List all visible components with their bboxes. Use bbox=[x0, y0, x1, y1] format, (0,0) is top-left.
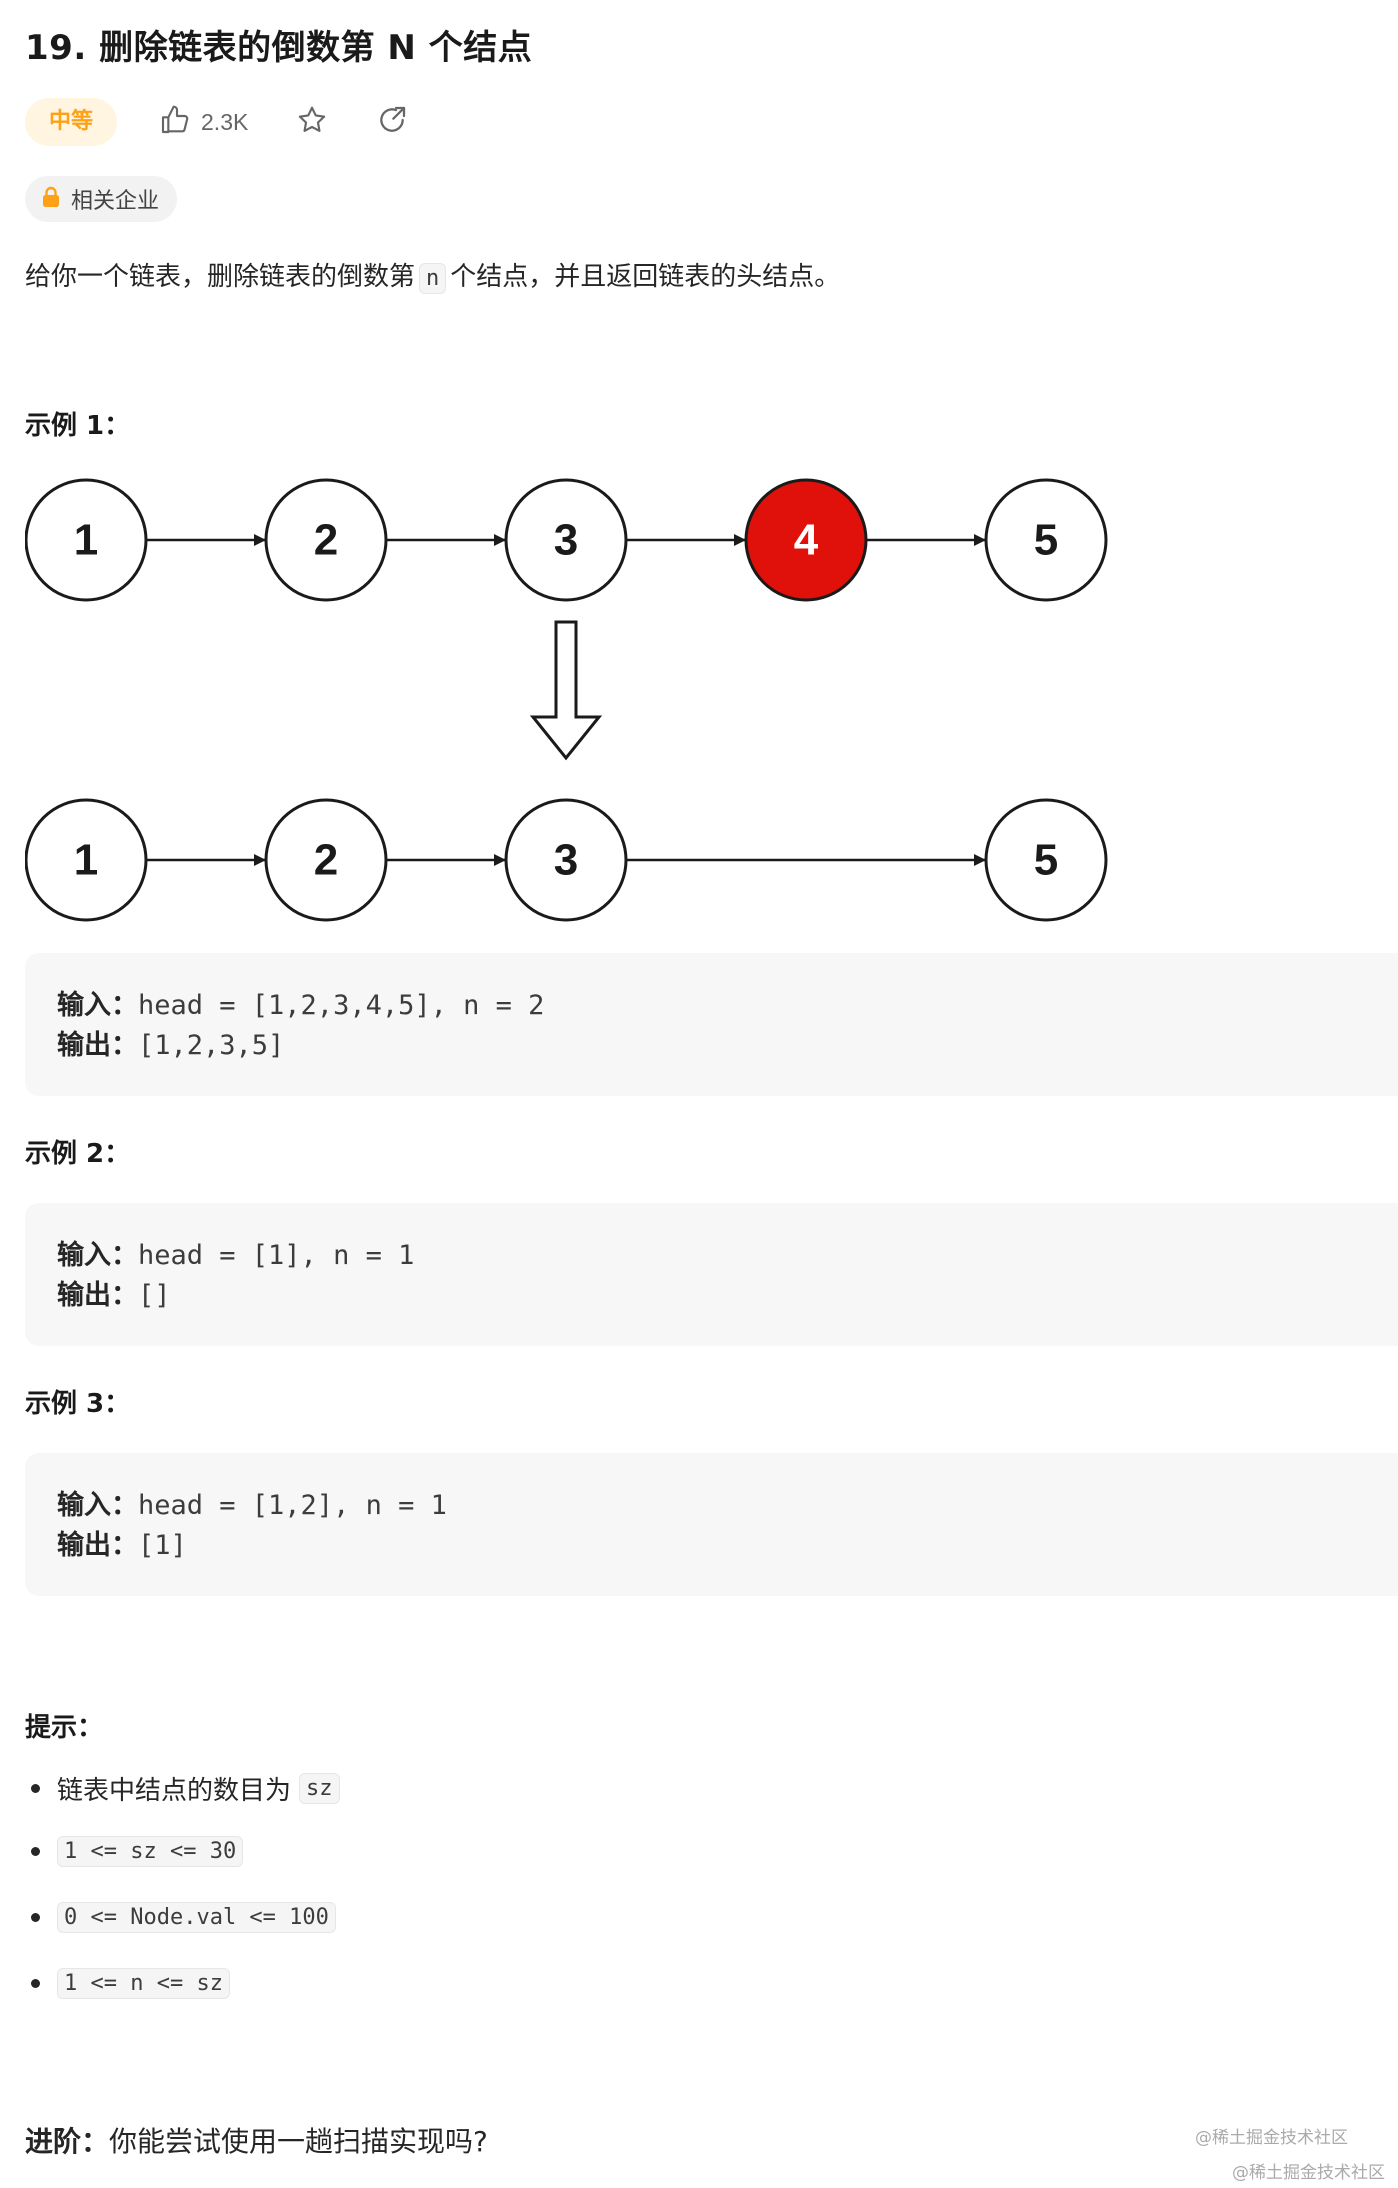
input-value: head = [1], n = 1 bbox=[138, 1240, 415, 1271]
list-item: 1 <= n <= sz bbox=[25, 1968, 234, 1999]
top-node-4-highlighted bbox=[744, 478, 868, 602]
bullet bbox=[31, 1979, 40, 1988]
input-value: head = [1,2,3,4,5], n = 2 bbox=[138, 990, 545, 1021]
example-3-output-line: 输出：[1] bbox=[57, 1523, 187, 1562]
example-2-heading: 示例 2： bbox=[25, 1139, 131, 1169]
top-node-3 bbox=[504, 478, 628, 602]
example-3-heading: 示例 3： bbox=[25, 1389, 131, 1419]
follow-up-text: 你能尝试使用一趟扫描实现吗? bbox=[109, 2125, 488, 2158]
bottom-node-2 bbox=[264, 798, 388, 922]
example-1-codeblock: 输入：head = [1,2,3,4,5], n = 2 输出：[1,2,3,5… bbox=[25, 953, 1398, 1096]
example-3-codeblock: 输入：head = [1,2], n = 1 输出：[1] bbox=[25, 1453, 1398, 1596]
follow-up: 进阶：你能尝试使用一趟扫描实现吗? bbox=[25, 2120, 488, 2160]
list-item: 1 <= sz <= 30 bbox=[25, 1836, 247, 1867]
output-label: 输出： bbox=[57, 1530, 138, 1561]
bullet bbox=[31, 1913, 40, 1922]
example-1-output-line: 输出：[1,2,3,5] bbox=[57, 1023, 284, 1062]
share-button[interactable] bbox=[376, 104, 408, 140]
description-code-n: n bbox=[419, 263, 447, 294]
output-value: [1] bbox=[138, 1530, 187, 1561]
related-companies-tag[interactable]: 相关企业 bbox=[25, 176, 178, 222]
top-node-1-label: 1 bbox=[74, 516, 98, 565]
down-arrow-icon bbox=[529, 620, 603, 761]
bottom-node-2-label: 2 bbox=[314, 836, 338, 885]
top-node-5-label: 5 bbox=[1034, 516, 1058, 565]
output-label: 输出： bbox=[57, 1280, 138, 1311]
bottom-row-nodes: 1 2 3 5 bbox=[25, 798, 1108, 922]
output-value: [] bbox=[138, 1280, 171, 1311]
description-text-2: 个结点，并且返回链表的头结点。 bbox=[450, 262, 841, 292]
input-label: 输入： bbox=[57, 990, 138, 1021]
linked-list-diagram: 1 2 3 4 5 1 2 3 5 bbox=[25, 478, 1108, 922]
like-count: 2.3K bbox=[201, 108, 249, 135]
problem-meta-row: 中等 2.3K bbox=[25, 98, 408, 146]
hint-text: 链表中结点的数目为 bbox=[57, 1776, 292, 1806]
example-1-input-line: 输入：head = [1,2,3,4,5], n = 2 bbox=[57, 983, 544, 1022]
favorite-button[interactable] bbox=[296, 104, 328, 140]
output-label: 输出： bbox=[57, 1030, 138, 1061]
hint-code: 0 <= Node.val <= 100 bbox=[57, 1902, 336, 1933]
bullet bbox=[31, 1784, 40, 1793]
difficulty-badge: 中等 bbox=[25, 98, 118, 146]
top-node-5 bbox=[984, 478, 1108, 602]
bottom-node-5-label: 5 bbox=[1034, 836, 1058, 885]
lock-icon bbox=[41, 186, 61, 212]
bottom-node-1-label: 1 bbox=[74, 836, 98, 885]
thumbs-up-icon bbox=[159, 104, 191, 140]
top-node-3-label: 3 bbox=[554, 516, 578, 565]
problem-title: 19. 删除链表的倒数第 N 个结点 bbox=[25, 28, 533, 68]
bottom-node-3-label: 3 bbox=[554, 836, 578, 885]
example-2-codeblock: 输入：head = [1], n = 1 输出：[] bbox=[25, 1203, 1398, 1346]
bullet bbox=[31, 1847, 40, 1856]
related-companies-label: 相关企业 bbox=[71, 189, 160, 214]
list-item: 0 <= Node.val <= 100 bbox=[25, 1902, 340, 1933]
input-label: 输入： bbox=[57, 1490, 138, 1521]
example-2-output-line: 输出：[] bbox=[57, 1273, 171, 1312]
follow-up-label: 进阶： bbox=[25, 2125, 110, 2158]
example-1-heading: 示例 1： bbox=[25, 411, 131, 441]
bottom-node-1 bbox=[25, 798, 148, 922]
top-node-2-label: 2 bbox=[314, 516, 338, 565]
input-value: head = [1,2], n = 1 bbox=[138, 1490, 447, 1521]
input-label: 输入： bbox=[57, 1240, 138, 1271]
output-value: [1,2,3,5] bbox=[138, 1030, 285, 1061]
hint-code: 1 <= n <= sz bbox=[57, 1968, 230, 1999]
hints-heading: 提示： bbox=[25, 1713, 104, 1743]
share-icon bbox=[376, 104, 408, 140]
bottom-node-5 bbox=[984, 798, 1108, 922]
example-2-input-line: 输入：head = [1], n = 1 bbox=[57, 1233, 414, 1272]
top-node-1 bbox=[25, 478, 148, 602]
hint-code: 1 <= sz <= 30 bbox=[57, 1836, 244, 1867]
watermark: @稀土掘金技术社区 bbox=[1195, 2128, 1348, 2148]
top-node-2 bbox=[264, 478, 388, 602]
top-row-nodes: 1 2 3 4 5 bbox=[25, 478, 1108, 602]
watermark: @稀土掘金技术社区 bbox=[1232, 2163, 1385, 2183]
bottom-node-3 bbox=[504, 798, 628, 922]
top-node-4-label: 4 bbox=[794, 516, 819, 565]
description-text-1: 给你一个链表，删除链表的倒数第 bbox=[25, 262, 416, 292]
hint-code: sz bbox=[299, 1773, 340, 1804]
example-3-input-line: 输入：head = [1,2], n = 1 bbox=[57, 1483, 447, 1522]
like-button[interactable]: 2.3K bbox=[159, 104, 248, 140]
star-icon bbox=[296, 104, 328, 140]
list-item: 链表中结点的数目为 sz bbox=[25, 1770, 344, 1807]
